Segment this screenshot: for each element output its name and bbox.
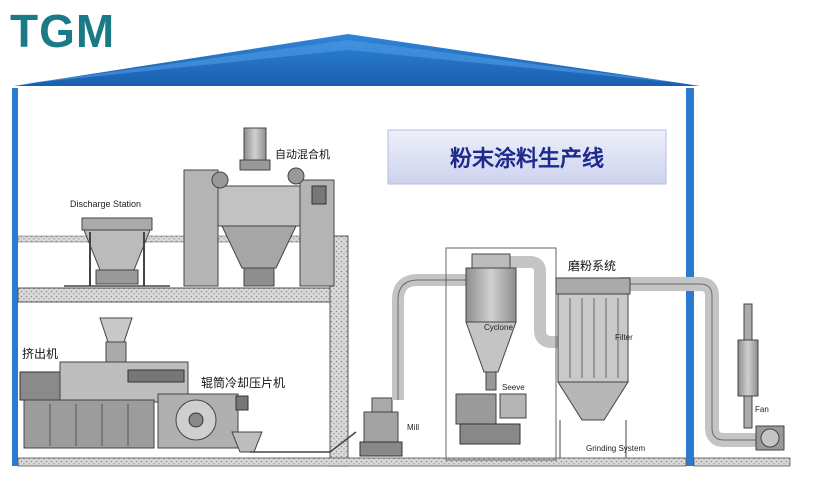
pipework (392, 256, 758, 447)
label-grinding-system-cn: 磨粉系统 (568, 259, 616, 273)
label-auto-mixer: 自动混合机 (275, 147, 330, 161)
label-fan: Fan (755, 405, 769, 414)
fan (737, 303, 785, 451)
label-cyclone: Cyclone (484, 323, 513, 332)
mill (359, 397, 403, 457)
label-seeve: Seeve (502, 383, 525, 392)
label-extruder: 挤出机 (22, 346, 58, 361)
upper-floor (17, 235, 349, 467)
banner-title: 粉末涂料生产线 (450, 146, 604, 172)
label-cooling-crusher: 辊筒冷却压片机 (201, 375, 285, 390)
conveyor (250, 431, 357, 453)
label-discharge-station: Discharge Station (70, 199, 141, 209)
brand-logo: TGM (10, 5, 116, 57)
title-banner: 粉末涂料生产线 (387, 129, 667, 185)
cyclone-frame (445, 247, 557, 461)
left-wall (12, 88, 18, 466)
cooling-crusher (157, 393, 263, 453)
filter (555, 277, 631, 458)
label-grinding-system: Grinding System (586, 444, 645, 453)
building-roof (14, 34, 700, 86)
discharge-station (64, 217, 170, 287)
seeve (455, 393, 527, 445)
ground-floor (17, 457, 687, 467)
auto-mixer (183, 127, 335, 287)
label-filter: Filter (615, 333, 633, 342)
cyclone (465, 253, 517, 391)
label-mill: Mill (407, 423, 419, 432)
